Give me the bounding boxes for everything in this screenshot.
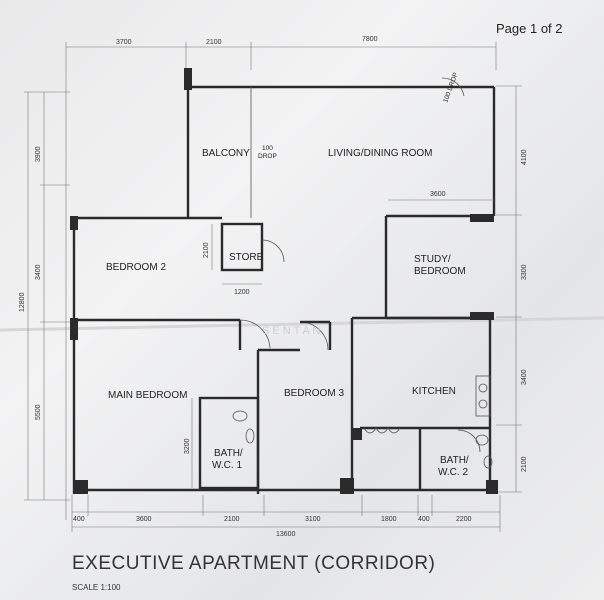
dim-store-width: 1200 <box>234 289 250 296</box>
label-store: STORE <box>229 252 264 263</box>
watermark: S E N T A N <box>262 325 320 337</box>
label-living-dining: LIVING/DINING ROOM <box>328 148 432 159</box>
walls <box>70 68 498 494</box>
plan-scale: SCALE 1:100 <box>72 583 121 592</box>
dim-bottom-3: 2100 <box>224 516 240 523</box>
label-bath1-line1: BATH/ <box>214 448 243 459</box>
label-bath1-line2: W.C. 1 <box>212 460 242 471</box>
page-label: Page 1 of 2 <box>496 21 563 36</box>
dim-right-1: 4100 <box>521 149 528 165</box>
dim-top-3: 7800 <box>362 36 378 43</box>
dim-left-1: 3900 <box>35 146 42 162</box>
label-bath2-line1: BATH/ <box>440 455 469 466</box>
dim-bottom-5: 1800 <box>381 516 397 523</box>
dim-study-width: 3600 <box>430 191 446 198</box>
dim-bottom-6: 400 <box>418 516 430 523</box>
dim-left-2: 3400 <box>35 264 42 280</box>
bottom-dimension-line: 400 3600 2100 3100 1800 400 2200 13600 <box>71 495 501 538</box>
dim-right-3: 3400 <box>521 369 528 385</box>
label-study-line2: BEDROOM <box>414 266 466 277</box>
dim-store-height: 2100 <box>203 242 210 258</box>
note-drop-balcony-1: 100 <box>262 145 273 152</box>
top-dimension-line: 3700 2100 7800 <box>65 36 497 520</box>
label-bath2-line2: W.C. 2 <box>438 467 468 478</box>
dim-right-4: 2100 <box>521 456 528 472</box>
dim-top-2: 2100 <box>206 39 222 46</box>
dim-bottom-1: 400 <box>73 516 85 523</box>
label-balcony: BALCONY <box>202 148 250 159</box>
left-dimension-line: 3900 3400 5500 12800 <box>19 91 70 501</box>
dim-left-3: 5500 <box>35 404 42 420</box>
internal-dimensions: 3600 2100 1200 3200 <box>184 191 494 488</box>
note-drop-balcony-2: DROP <box>258 153 277 160</box>
dim-bottom-7: 2200 <box>456 516 472 523</box>
dim-right-2: 3300 <box>521 264 528 280</box>
dim-left-total: 12800 <box>19 292 26 312</box>
dim-bottom-2: 3600 <box>136 516 152 523</box>
right-dimension-line: 4100 3300 3400 2100 <box>496 85 528 493</box>
label-bedroom-3: BEDROOM 3 <box>284 388 344 399</box>
label-study-line1: STUDY/ <box>414 254 451 265</box>
dim-top-1: 3700 <box>116 39 132 46</box>
dim-bath1-height: 3200 <box>184 438 191 454</box>
label-bedroom-2: BEDROOM 2 <box>106 262 166 273</box>
room-labels: BALCONY 100 DROP LIVING/DINING ROOM 100 … <box>106 72 469 478</box>
label-main-bedroom: MAIN BEDROOM <box>108 390 187 401</box>
plan-title: EXECUTIVE APARTMENT (CORRIDOR) <box>72 553 436 574</box>
dim-bottom-4: 3100 <box>305 516 321 523</box>
dim-bottom-total: 13600 <box>276 531 296 538</box>
label-kitchen: KITCHEN <box>412 386 456 397</box>
